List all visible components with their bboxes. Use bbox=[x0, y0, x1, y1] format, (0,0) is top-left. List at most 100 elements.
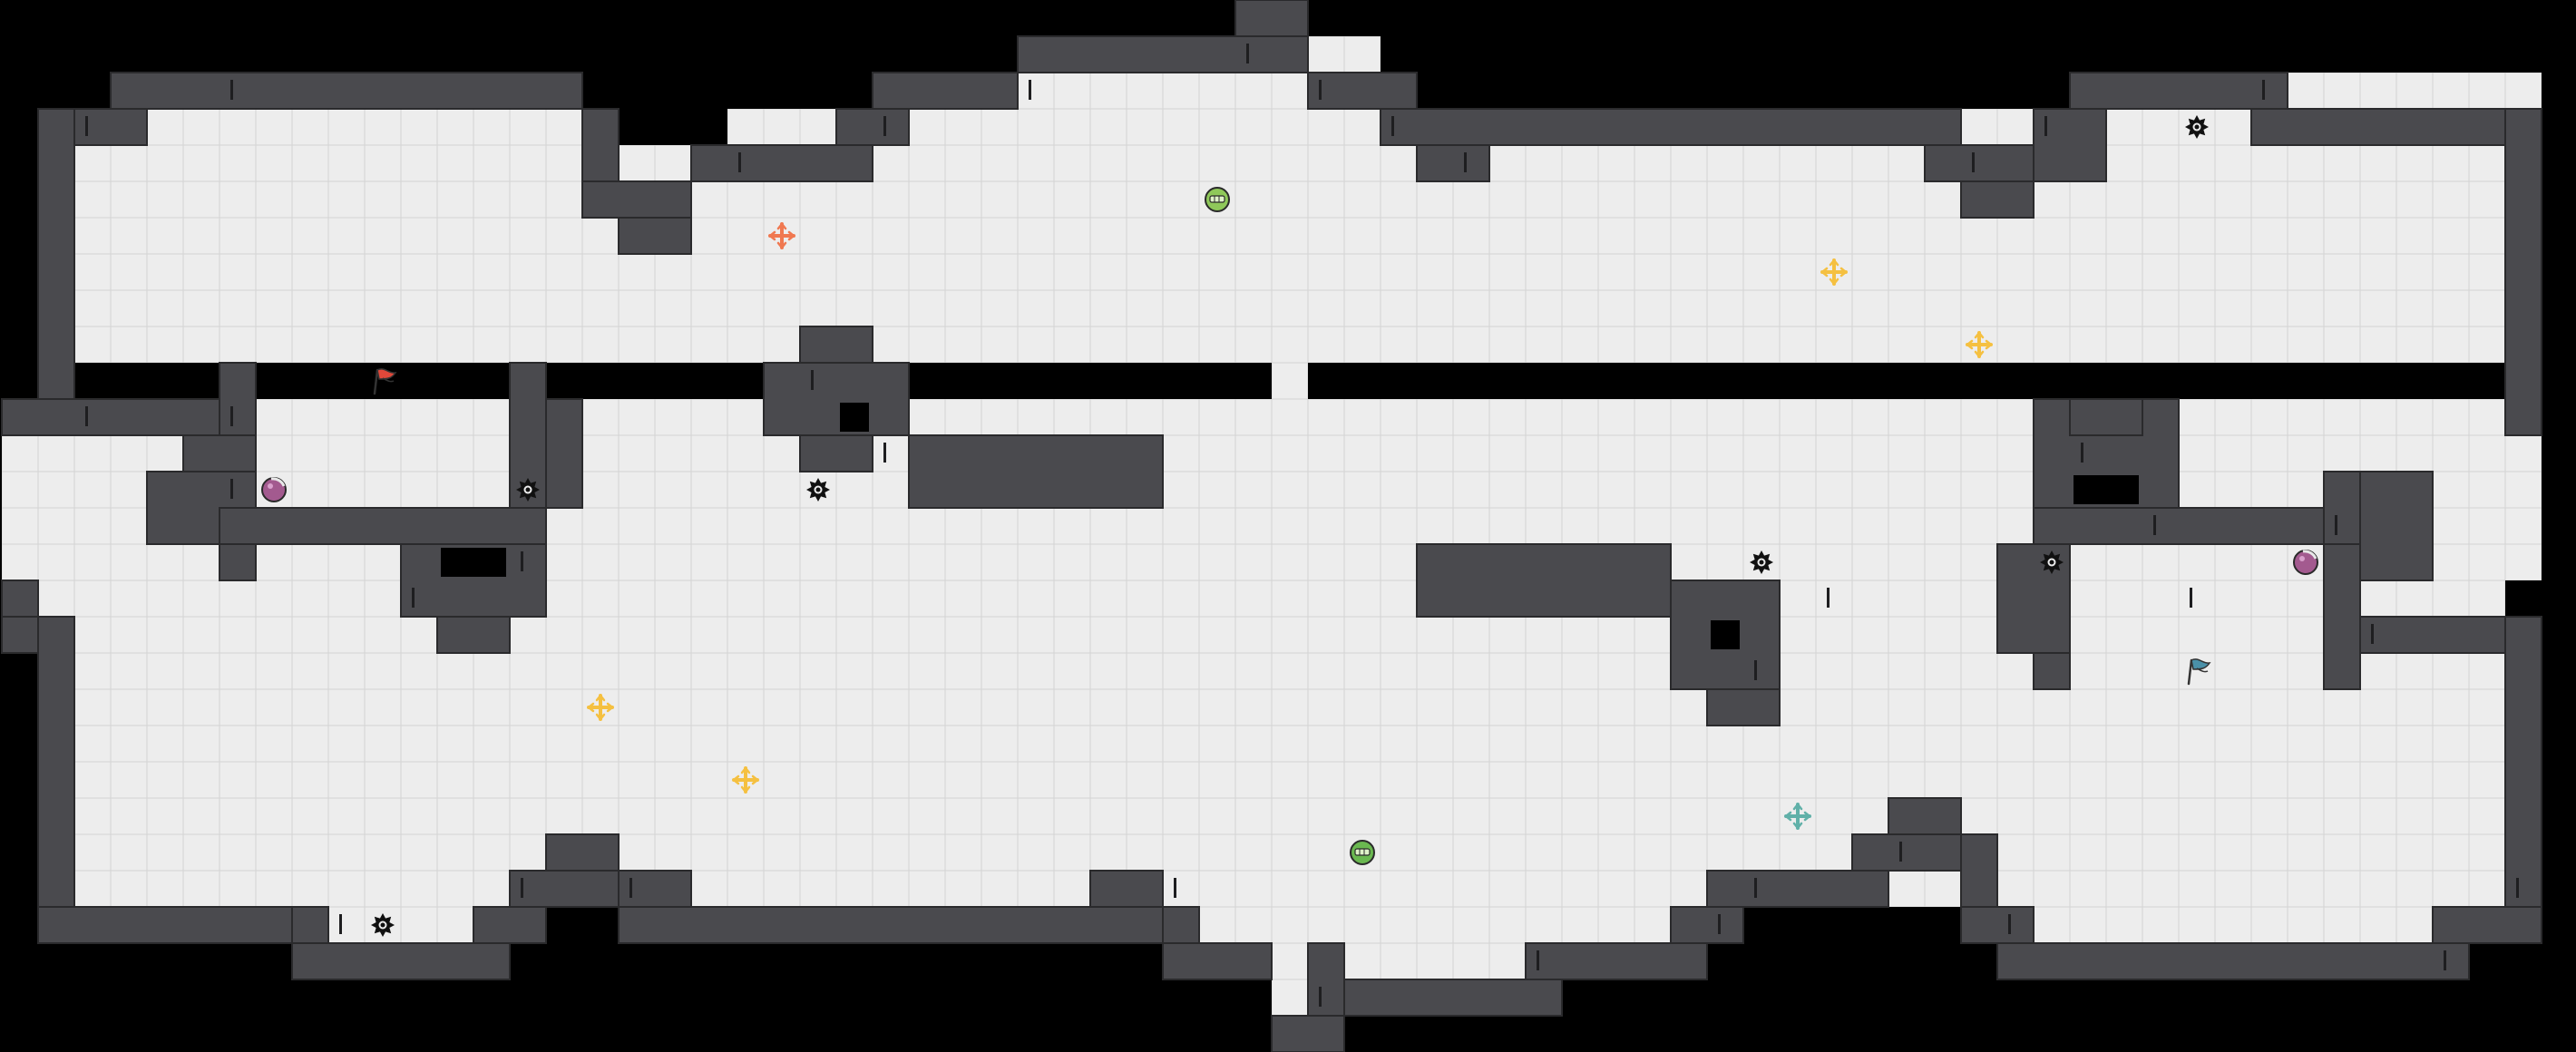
wall-segment bbox=[1706, 870, 1889, 908]
wall-segment bbox=[545, 398, 583, 509]
wall-notch bbox=[412, 588, 415, 608]
wall-segment bbox=[2033, 652, 2071, 690]
wall-segment bbox=[473, 906, 547, 944]
wall-segment bbox=[1416, 144, 1490, 182]
wall-segment bbox=[1996, 942, 2470, 980]
wall-notch bbox=[883, 116, 886, 136]
wall-segment bbox=[1089, 870, 1164, 908]
wall-segment bbox=[110, 72, 583, 110]
wall-segment bbox=[1380, 108, 1962, 146]
wall-segment bbox=[1307, 942, 1345, 1017]
wall-segment bbox=[2432, 906, 2542, 944]
wall-segment bbox=[509, 870, 620, 908]
spike-icon[interactable] bbox=[2185, 115, 2209, 139]
wall-notch bbox=[1464, 152, 1467, 172]
wall-notch bbox=[2153, 515, 2156, 535]
wall-segment bbox=[908, 434, 1164, 509]
wall-segment bbox=[1343, 979, 1563, 1017]
wall-notch bbox=[2371, 624, 2374, 644]
floor-tile bbox=[691, 181, 2542, 218]
wall-notch bbox=[2516, 878, 2519, 898]
wall-segment bbox=[2323, 543, 2361, 690]
wall-hole bbox=[441, 548, 506, 577]
flag-icon[interactable] bbox=[2187, 658, 2211, 686]
floor-tile bbox=[74, 871, 2505, 907]
wall-notch bbox=[2444, 950, 2446, 970]
wall-notch bbox=[230, 80, 233, 100]
gem-icon[interactable] bbox=[1350, 840, 1375, 865]
spike-icon[interactable] bbox=[516, 478, 540, 502]
wall-segment bbox=[618, 217, 692, 255]
wall-segment bbox=[690, 144, 873, 182]
cross-icon[interactable] bbox=[1820, 258, 1848, 286]
wall-notch bbox=[230, 406, 233, 426]
cross-icon[interactable] bbox=[587, 694, 614, 721]
wall-hole bbox=[1711, 620, 1740, 649]
spike-icon[interactable] bbox=[371, 913, 395, 937]
floor-tile bbox=[74, 181, 619, 218]
wall-segment bbox=[1888, 797, 1962, 835]
wall-segment bbox=[763, 362, 910, 436]
wall-segment bbox=[2069, 398, 2143, 436]
spike-icon[interactable] bbox=[1750, 550, 1773, 574]
wall-segment bbox=[1162, 942, 1273, 980]
potion-icon[interactable] bbox=[261, 477, 287, 502]
cross-icon[interactable] bbox=[1966, 331, 1993, 358]
wall-notch bbox=[1319, 80, 1322, 100]
wall-notch bbox=[811, 370, 814, 390]
floor-tile bbox=[1344, 943, 1526, 979]
potion-icon[interactable] bbox=[2293, 550, 2318, 575]
wall-segment bbox=[581, 180, 692, 219]
wall-notch bbox=[1754, 660, 1757, 680]
cross-icon[interactable] bbox=[732, 766, 759, 794]
wall-segment bbox=[1706, 688, 1781, 726]
wall-notch bbox=[1754, 878, 1757, 898]
wall-notch bbox=[1174, 878, 1176, 898]
wall-segment bbox=[1416, 543, 1672, 618]
floor-tile bbox=[1199, 907, 1671, 943]
wall-segment bbox=[2250, 108, 2542, 146]
wall-notch bbox=[738, 152, 741, 172]
wall-segment bbox=[545, 833, 620, 872]
wall-notch bbox=[2190, 588, 2192, 608]
spike-icon[interactable] bbox=[2040, 550, 2064, 574]
wall-notch bbox=[883, 443, 886, 463]
wall-notch bbox=[521, 878, 523, 898]
wall-segment bbox=[872, 72, 1019, 110]
wall-segment bbox=[37, 906, 329, 944]
wall-hole bbox=[2073, 475, 2139, 504]
wall-segment bbox=[1525, 942, 1708, 980]
wall-notch bbox=[1537, 950, 1539, 970]
wall-segment bbox=[291, 942, 511, 980]
wall-segment bbox=[2069, 72, 2288, 110]
wall-notch bbox=[230, 479, 233, 499]
wall-segment bbox=[219, 507, 547, 545]
wall-segment bbox=[1960, 180, 2034, 219]
gem-icon[interactable] bbox=[1205, 187, 1230, 212]
wall-segment bbox=[618, 906, 1164, 944]
wall-notch bbox=[629, 878, 632, 898]
wall-segment bbox=[1234, 0, 1309, 37]
wall-segment bbox=[1960, 833, 1998, 908]
wall-notch bbox=[1246, 44, 1249, 63]
wall-notch bbox=[339, 914, 342, 934]
wall-notch bbox=[1391, 116, 1394, 136]
spike-icon[interactable] bbox=[806, 478, 830, 502]
cross-icon[interactable] bbox=[1784, 803, 1811, 830]
wall-segment bbox=[1162, 906, 1200, 944]
wall-notch bbox=[1319, 987, 1322, 1007]
wall-notch bbox=[1827, 588, 1830, 608]
wall-segment bbox=[2504, 616, 2542, 944]
wall-segment bbox=[436, 616, 511, 654]
wall-segment bbox=[835, 108, 910, 146]
flag-icon[interactable] bbox=[373, 368, 397, 395]
wall-notch bbox=[2044, 116, 2047, 136]
cross-icon[interactable] bbox=[768, 222, 795, 249]
entity-layer bbox=[261, 115, 2318, 937]
wall-segment bbox=[37, 108, 75, 400]
wall-segment bbox=[2504, 108, 2542, 436]
wall-segment bbox=[1670, 906, 1744, 944]
wall-notch bbox=[85, 116, 88, 136]
